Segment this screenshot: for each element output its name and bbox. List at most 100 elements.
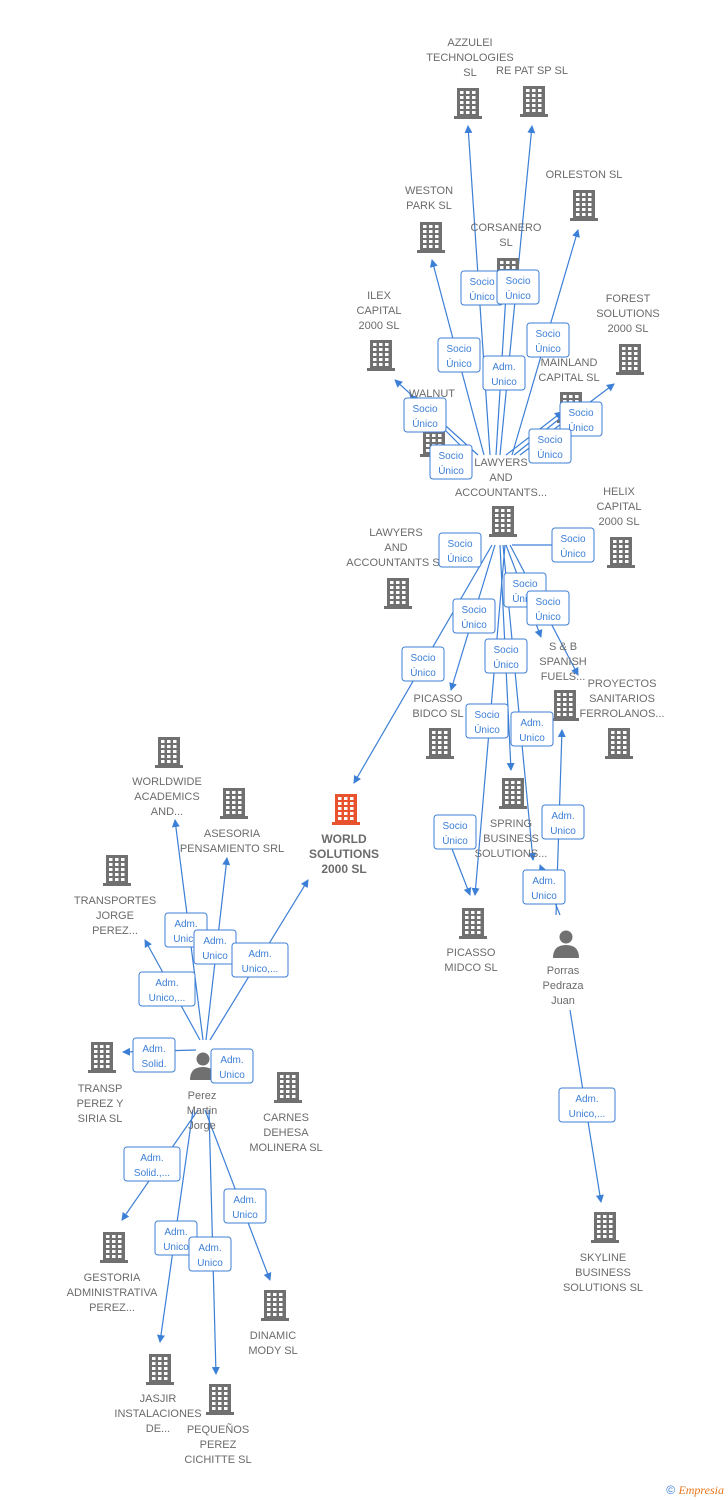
node-label: Martin (187, 1105, 218, 1117)
relation-badge[interactable]: Adm.Unico,... (138, 971, 196, 1007)
node-label: CORSANERO (471, 222, 542, 234)
relation-badges: SocioÚnicoSocioÚnicoSocioÚnicoSocioÚnico… (123, 269, 616, 1272)
node-jasjir[interactable]: JASJIRINSTALACIONESDE... (114, 1354, 202, 1435)
person-icon (553, 930, 579, 958)
node-label: MIDCO SL (444, 962, 497, 974)
node-lawyers1[interactable]: LAWYERSANDACCOUNTANTS... (455, 457, 547, 537)
badge-label: Socio (493, 645, 518, 656)
node-label: Juan (551, 995, 575, 1007)
node-label: TECHNOLOGIES (426, 52, 513, 64)
building-icon (459, 908, 487, 939)
badge-label: Unico (163, 1242, 189, 1253)
badge-label: Socio (474, 710, 499, 721)
relation-badge[interactable]: Adm.Unico (541, 804, 585, 840)
node-label: LAWYERS (474, 457, 527, 469)
relation-badge[interactable]: Adm.Solid. (132, 1037, 176, 1073)
badge-label: Socio (505, 276, 530, 287)
person-icon (190, 1052, 216, 1080)
node-spring[interactable]: SPRINGBUSINESSSOLUTIONS... (475, 778, 548, 860)
relation-badge[interactable]: Adm.Unico (210, 1048, 254, 1084)
relation-badge[interactable]: Adm. Unico (522, 869, 566, 905)
badge-label: Socio (438, 451, 463, 462)
badge-label: Socio (461, 605, 486, 616)
node-repat[interactable]: RE PAT SP SL (496, 65, 568, 117)
node-label: SKYLINE (580, 1252, 626, 1264)
node-proyectos[interactable]: PROYECTOSSANITARIOSFERROLANOS... (580, 678, 665, 759)
building-icon (103, 855, 131, 886)
node-label: 2000 SL (321, 862, 366, 876)
node-label: PARK SL (406, 200, 452, 212)
relation-badge[interactable]: Adm.Unico (223, 1188, 267, 1224)
building-icon (607, 537, 635, 568)
node-worldwide[interactable]: WORLDWIDEACADEMICSAND... (132, 737, 202, 818)
badge-label: Único (560, 547, 586, 560)
node-label: SPANISH (539, 656, 587, 668)
node-transportes[interactable]: TRANSPORTESJORGEPEREZ... (74, 855, 156, 937)
relation-badge[interactable]: Adm.Unico (193, 929, 237, 965)
badge-label: Unico (531, 891, 557, 902)
node-label: ACCOUNTANTS SL (346, 557, 445, 569)
node-label: SIRIA SL (78, 1113, 123, 1125)
building-icon (499, 778, 527, 809)
node-label: PROYECTOS (588, 678, 657, 690)
node-label: INSTALACIONES (114, 1408, 201, 1420)
relation-badge[interactable]: Adm.Unico (482, 355, 526, 391)
badge-label: Adm. (575, 1094, 598, 1105)
relation-badge[interactable]: Adm.Unico,... (558, 1087, 616, 1123)
node-label: DE... (146, 1423, 170, 1435)
badge-label: Único (410, 666, 436, 679)
badge-label: Adm. (532, 876, 555, 887)
copyright-footer: © Empresia (666, 1483, 724, 1498)
node-label: S & B (549, 641, 577, 653)
node-orleston[interactable]: ORLESTON SL (546, 169, 623, 221)
node-label: ASESORIA (204, 828, 261, 840)
badge-label: Adm. (220, 1055, 243, 1066)
node-label: AZZULEI (447, 37, 492, 49)
node-sb[interactable]: S & BSPANISHFUELS... (539, 641, 587, 721)
building-icon (605, 728, 633, 759)
node-gestoria[interactable]: GESTORIAADMINISTRATIVAPEREZ... (67, 1232, 158, 1314)
relation-badge[interactable]: Adm.Unico (188, 1236, 232, 1272)
relation-badge[interactable]: Adm.Unico (510, 711, 554, 747)
relation-badge[interactable]: Adm.Unico,... (231, 942, 289, 978)
badge-label: Único (438, 464, 464, 477)
relation-badge[interactable]: Adm.Solid.,... (123, 1146, 181, 1182)
badge-label: Adm. (203, 936, 226, 947)
node-label: WALNUT (409, 388, 455, 400)
